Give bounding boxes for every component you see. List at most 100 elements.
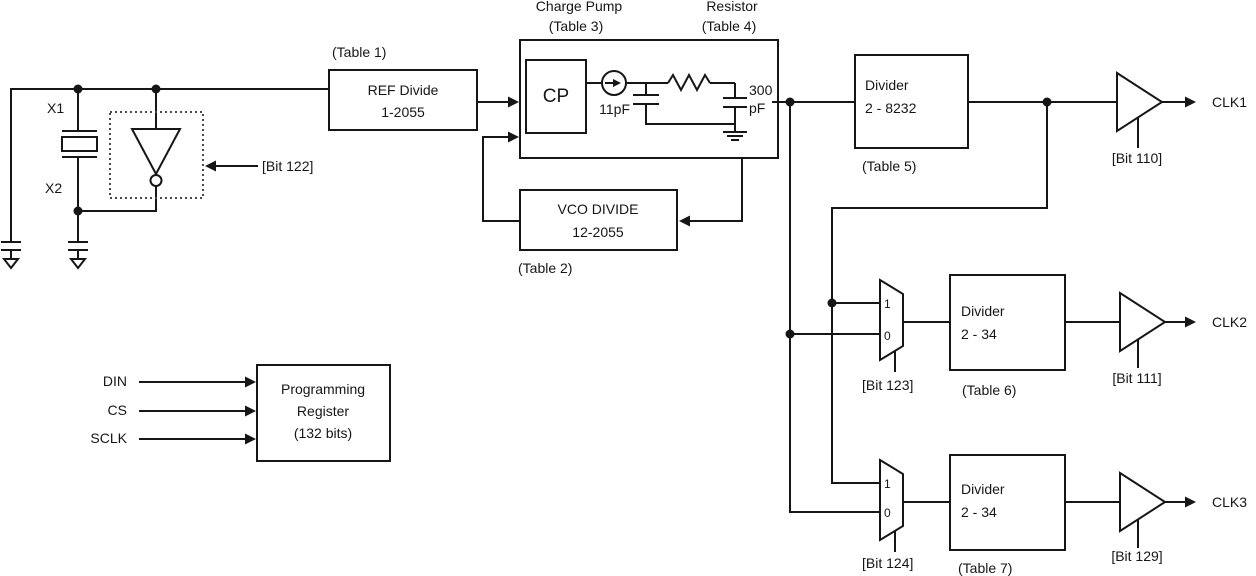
clk2-label: CLK2 (1212, 314, 1247, 330)
resistor-icon (667, 72, 711, 93)
divider2-box (949, 274, 1066, 371)
ref-divide-box (328, 69, 478, 131)
charge-pump-title: Charge Pump (536, 0, 623, 14)
din-label: DIN (103, 373, 127, 389)
table1-label: (Table 1) (332, 44, 386, 60)
capacitor-icon-11pf (633, 94, 659, 105)
arrowhead-sclk (245, 433, 256, 445)
divider1-box (854, 54, 969, 149)
divider2-range: 2 - 34 (961, 326, 997, 342)
divider3-name: Divider (961, 481, 1005, 497)
buffer3-icon (1119, 471, 1167, 533)
capacitor-icon-right (68, 241, 88, 259)
arrowhead-bit122 (205, 160, 216, 172)
cap-11pf-label: 11pF (599, 101, 630, 117)
junction-dot (151, 84, 161, 94)
ground-icon-left (1, 258, 21, 270)
bit129-label: [Bit 129] (1111, 548, 1162, 564)
junction-dot (73, 84, 83, 94)
oscillator-dotted-box (109, 111, 204, 199)
wire-cp-to-vco (690, 158, 743, 222)
capacitor-icon-left (1, 241, 21, 259)
capacitor-icon-300pf (723, 97, 747, 108)
junction-dot (785, 329, 795, 339)
cap-300pf-value: 300 (749, 82, 773, 98)
register-line2: Register (297, 403, 349, 419)
cs-label: CS (108, 402, 127, 418)
clk3-label: CLK3 (1212, 494, 1247, 510)
ref-divide-range: 1-2055 (381, 104, 425, 120)
arrowheads (205, 96, 1196, 508)
divider1-name: Divider (865, 77, 909, 93)
x1-label: X1 (47, 100, 64, 116)
vco-divide-box (519, 189, 678, 251)
wire-resistor-to-cap (710, 82, 736, 98)
arrowhead-clk2 (1185, 316, 1196, 328)
arrowhead-cp-to-vco (679, 215, 690, 227)
divider3-box (949, 454, 1066, 551)
divider1-range: 2 - 8232 (865, 100, 917, 116)
mux3-input1-label: 1 (884, 477, 891, 491)
ref-divide-name: REF Divide (368, 82, 439, 98)
bit110-label: [Bit 110] (1112, 150, 1162, 166)
current-source-arrowhead (613, 79, 621, 87)
junction-dot (827, 298, 837, 308)
arrowhead-clk1 (1185, 96, 1196, 108)
ground-icon-filter (723, 131, 747, 141)
mux2-input1-label: 1 (884, 297, 891, 311)
blocks (256, 39, 1066, 551)
x2-label: X2 (45, 180, 62, 196)
wire-trunk-div (831, 102, 1048, 484)
cp-box (525, 59, 587, 134)
divider3-range: 2 - 34 (961, 504, 997, 520)
grounds (1, 258, 88, 270)
buffer2-icon (1119, 291, 1167, 353)
buffer1-icon (1116, 71, 1164, 133)
bit122-label: [Bit 122] (262, 158, 313, 174)
junction-dots (73, 84, 1052, 339)
inverter-bubble-icon (149, 174, 163, 187)
bit111-label: [Bit 111] (1112, 370, 1161, 386)
bit124-label: [Bit 124] (862, 555, 913, 571)
vco-divide-name: VCO DIVIDE (558, 201, 639, 217)
table5-label: (Table 5) (862, 158, 916, 174)
crystal-icon (61, 136, 98, 152)
wire-register-inputs (139, 381, 246, 440)
mux3-shape (879, 458, 904, 542)
wire-inverter-output (78, 186, 157, 212)
wire-osc-top-rail (10, 88, 329, 242)
divider2-name: Divider (961, 303, 1005, 319)
cp-label: CP (543, 86, 569, 107)
arrowhead-ref-to-cp (508, 96, 519, 108)
wire-cap1-bottom (645, 104, 735, 125)
register-line1: Programming (281, 381, 365, 397)
wire-trunk-vco (789, 102, 880, 513)
bit123-label: [Bit 123] (862, 377, 913, 393)
table7-label: (Table 7) (958, 560, 1012, 576)
crystal-plates (62, 130, 97, 158)
arrowhead-cs (245, 405, 256, 417)
cap-300pf-unit: pF (749, 100, 765, 116)
mux2-shape (879, 278, 904, 362)
ground-icon-right (68, 258, 88, 270)
mux2-input0-label: 0 (884, 329, 891, 343)
sclk-label: SCLK (90, 430, 127, 446)
table3-label: (Table 3) (549, 18, 603, 34)
arrowhead-vco-to-cp (508, 131, 519, 143)
vco-divide-range: 12-2055 (572, 224, 624, 240)
junction-dot (73, 206, 83, 216)
junction-dot (785, 97, 795, 107)
resistor-title: Resistor (706, 0, 758, 14)
table2-label: (Table 2) (518, 260, 572, 276)
wire-vco-to-cp (482, 136, 520, 222)
table4-label: (Table 4) (702, 18, 756, 34)
register-line3: (132 bits) (294, 425, 352, 441)
mux3-input0-label: 0 (884, 506, 891, 520)
wires (1, 72, 1186, 552)
programming-register-box (256, 364, 391, 462)
inverter-icon (130, 128, 182, 177)
loop-filter-box (519, 39, 779, 159)
arrowhead-clk3 (1185, 496, 1196, 508)
